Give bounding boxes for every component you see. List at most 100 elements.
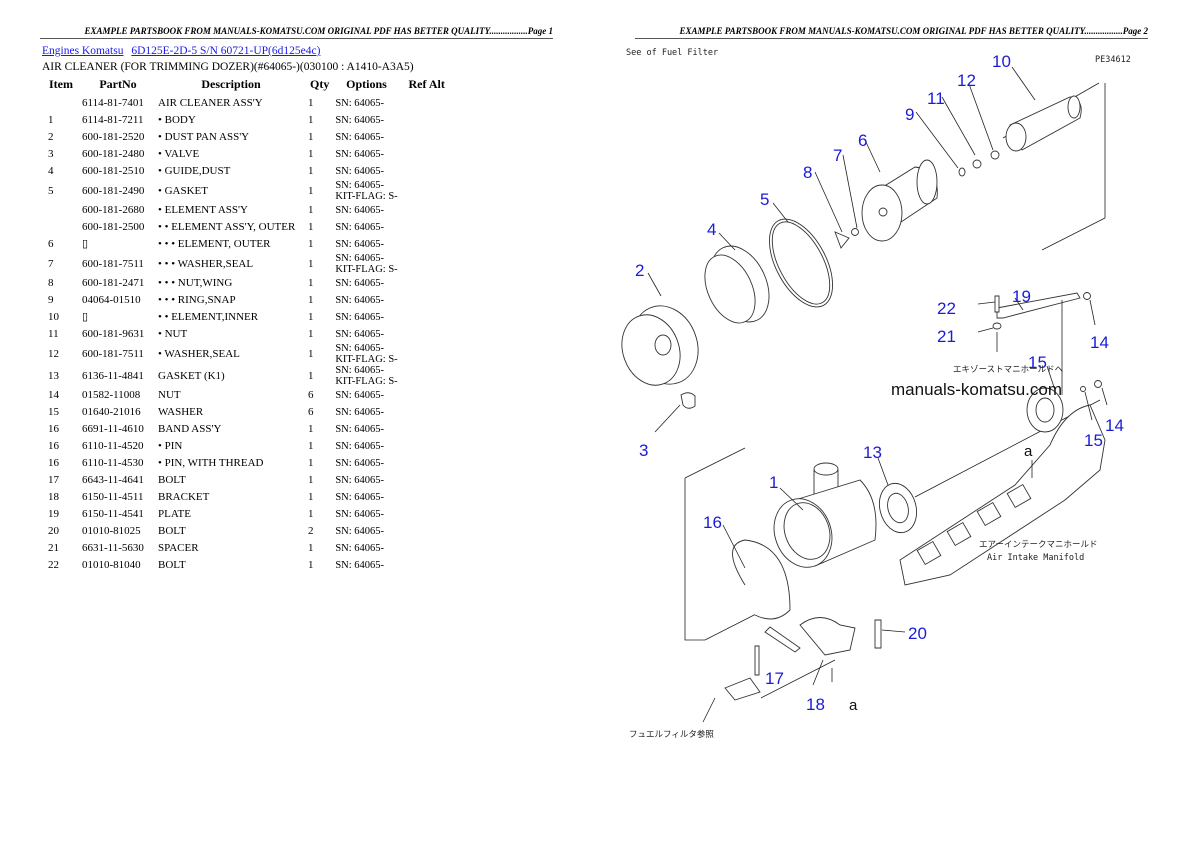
part-17-bolt-icon: [764, 626, 801, 653]
breadcrumb-link-engines[interactable]: Engines Komatsu: [42, 45, 124, 57]
description-cell: GASKET (K1): [158, 369, 225, 382]
ref-alt-cell: [400, 129, 454, 146]
part-2-dust-pan-icon: [621, 305, 699, 386]
description-cell: • PIN: [158, 440, 183, 452]
options-cell: SN: 64065-KIT-FLAG: S-: [333, 343, 399, 365]
assembly-line: [760, 659, 836, 699]
description-cell: • BODY: [158, 114, 196, 126]
option-sn: SN: 64065-: [335, 278, 385, 289]
qty-cell: 1: [308, 277, 314, 289]
ref-alt-cell: [400, 472, 454, 489]
item-cell: [42, 219, 80, 236]
table-header-row: Item PartNo Description Qty Options Ref …: [42, 76, 454, 95]
option-sn: SN: 64065-: [335, 239, 385, 250]
option-sn: SN: 64065-: [335, 205, 385, 216]
item-cell: 5: [48, 184, 54, 197]
option-sn: SN: 64065-: [335, 526, 385, 537]
ref-alt-cell: [400, 489, 454, 506]
partno-cell: 600-181-7511: [82, 347, 144, 360]
breadcrumb: Engines Komatsu 6D125E-2D-5 S/N 60721-UP…: [42, 45, 325, 57]
breadcrumb-link-model[interactable]: 6D125E-2D-5 S/N 60721-UP(6d125e4c): [131, 45, 321, 57]
qty-cell: 1: [308, 508, 314, 520]
qty-cell: 6: [308, 389, 314, 401]
item-cell: 2: [48, 131, 54, 143]
item-cell: 21: [48, 542, 59, 554]
partno-cell: 6114-81-7401: [82, 97, 144, 109]
fuel-filter-bracket-icon: [724, 677, 761, 701]
part-5-gasket-inner-icon: [771, 221, 831, 305]
qty-cell: 1: [308, 184, 314, 197]
part-13-gasket-icon: [878, 482, 918, 534]
callout-9: 9: [905, 105, 914, 124]
callout-13: 13: [863, 443, 882, 462]
item-cell: 14: [48, 389, 59, 401]
partno-cell: 04064-01510: [82, 294, 141, 306]
options-cell: SN: 64065-: [333, 95, 399, 112]
partno-cell: 600-181-2480: [82, 148, 145, 160]
ref-alt-cell: [400, 387, 454, 404]
qty-cell: 1: [308, 474, 314, 486]
description-cell: • VALVE: [158, 148, 200, 160]
ref-alt-cell: [400, 523, 454, 540]
exhaust-manifold-note: エキゾーストマニホールドへ: [953, 365, 1064, 375]
item-cell: 18: [48, 491, 59, 503]
qty-cell: 1: [308, 457, 314, 469]
qty-cell: 1: [308, 204, 314, 216]
callout-1: 1: [769, 473, 778, 492]
ref-alt-cell: [400, 275, 454, 292]
item-cell: 20: [48, 525, 59, 537]
description-cell: BAND ASS'Y: [158, 423, 222, 435]
callout-11: 11: [927, 89, 945, 108]
options-cell: SN: 64065-: [333, 326, 399, 343]
air-intake-manifold-icon: [899, 387, 1106, 586]
description-cell: • • • WASHER,SEAL: [158, 257, 254, 270]
callout-16: 16: [703, 513, 722, 532]
option-kit-flag: KIT-FLAG: S-: [335, 354, 398, 365]
col-options: Options: [346, 77, 387, 91]
qty-cell: 1: [308, 559, 314, 571]
partno-cell: 600-181-2490: [82, 184, 145, 197]
partno-cell: 6150-11-4511: [82, 491, 144, 503]
option-sn: SN: 64065-: [335, 441, 385, 452]
options-cell: SN: 64065-: [333, 309, 399, 326]
col-item: Item: [49, 77, 73, 91]
description-cell: • • • ELEMENT, OUTER: [158, 238, 271, 250]
options-cell: SN: 64065-: [333, 455, 399, 472]
ref-alt-cell: [400, 95, 454, 112]
partno-cell: 01010-81025: [82, 525, 141, 537]
ref-alt-cell: [400, 202, 454, 219]
callout-leaders: [647, 66, 1108, 686]
description-cell: SPACER: [158, 542, 199, 554]
qty-cell: 1: [308, 97, 314, 109]
ref-alt-cell: [400, 438, 454, 455]
part-15-washer-icon: [1080, 386, 1086, 392]
qty-cell: 1: [308, 131, 314, 143]
option-sn: SN: 64065-: [335, 295, 385, 306]
partno-cell: 6114-81-7211: [82, 114, 144, 126]
partno-cell: 6110-11-4520: [82, 440, 144, 452]
options-cell: SN: 64065-: [333, 236, 399, 253]
option-kit-flag: KIT-FLAG: S-: [335, 264, 398, 275]
options-cell: SN: 64065-: [333, 219, 399, 236]
option-kit-flag: KIT-FLAG: S-: [335, 191, 398, 202]
description-cell: BOLT: [158, 474, 186, 486]
item-cell: 9: [48, 294, 54, 306]
option-sn: SN: 64065-: [335, 253, 385, 264]
qty-cell: 1: [308, 491, 314, 503]
description-cell: • • • NUT,WING: [158, 277, 233, 289]
option-sn: SN: 64065-: [335, 509, 385, 520]
part-18-bracket-icon: [799, 617, 856, 656]
qty-cell: 1: [308, 311, 314, 323]
option-sn: SN: 64065-: [335, 343, 385, 354]
option-sn: SN: 64065-: [335, 132, 385, 143]
option-sn: SN: 64065-: [335, 149, 385, 160]
page-1: EXAMPLE PARTSBOOK FROM MANUALS-KOMATSU.C…: [40, 26, 553, 571]
